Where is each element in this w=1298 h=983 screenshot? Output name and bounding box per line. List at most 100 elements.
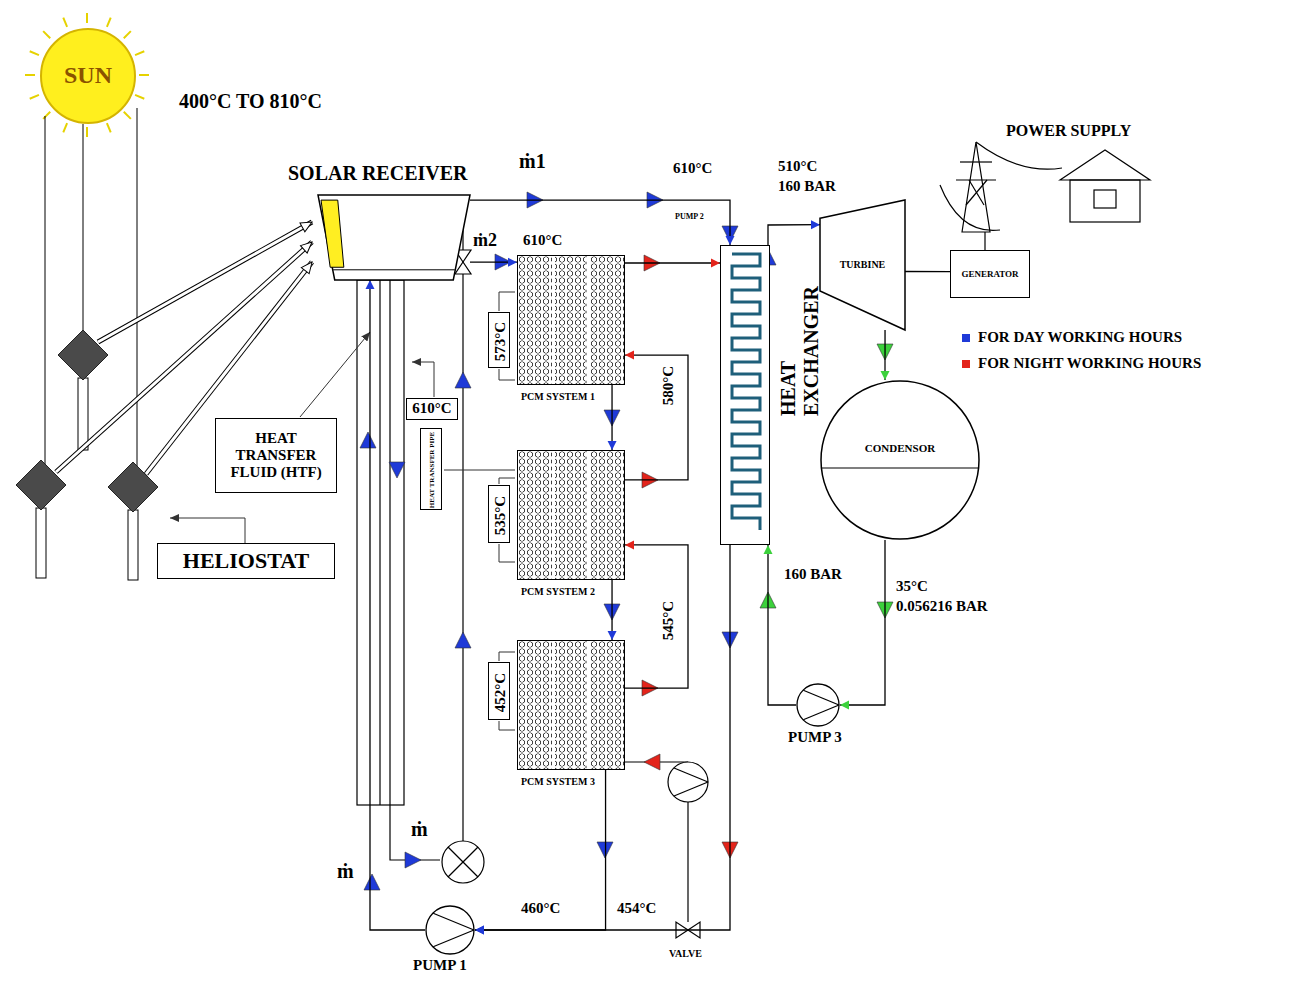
- shape-outline: [820, 380, 980, 540]
- power-line: [940, 142, 1150, 250]
- flow-rate: ṁ2: [472, 230, 498, 251]
- pump-outline: [797, 684, 839, 726]
- leader-line: [412, 362, 434, 397]
- pump-label: PUMP 2: [674, 212, 705, 221]
- reflected-ray: [56, 222, 312, 474]
- flow-connector: [475, 545, 730, 935]
- flow-rate: ṁ: [410, 818, 429, 841]
- power-line: [960, 161, 992, 162]
- sun-ray: [124, 112, 131, 119]
- arrow-head: [508, 258, 517, 267]
- heliostat-mirror: [36, 508, 46, 578]
- flow-connector: [764, 545, 797, 705]
- temperature-label: 454°C: [616, 900, 657, 917]
- receiver-pipe: [379, 280, 380, 805]
- shape-outline: [796, 683, 840, 727]
- flow-arrow: [389, 462, 405, 478]
- receiver-outline: [333, 269, 455, 270]
- receiver-pipe: [462, 200, 463, 841]
- flow-line: [625, 262, 720, 263]
- arrow-head: [764, 545, 773, 554]
- leader-line: [499, 478, 515, 484]
- sun-ray: [139, 74, 149, 76]
- node-label: 452°C: [492, 672, 509, 711]
- flow-connector: [625, 540, 688, 688]
- receiver-pipe: [357, 280, 404, 805]
- flow-line: [768, 545, 796, 705]
- node-label: HELIOSTAT: [183, 548, 309, 573]
- range-label: 400°C TO 810°C: [178, 90, 323, 113]
- flow-connector: [840, 540, 885, 710]
- power-line: [976, 142, 1062, 169]
- pcm-storage: PCM SYSTEM 3: [517, 640, 625, 770]
- leader-line: [499, 369, 515, 380]
- node-label: PUMP 1: [413, 957, 467, 974]
- pump-outline: [426, 906, 474, 954]
- sun-beam: [45, 108, 137, 472]
- shape-outline: [425, 905, 475, 955]
- pump-symbol: PUMP 3: [796, 683, 840, 727]
- node-label: PCM SYSTEM 2: [521, 586, 595, 598]
- pressure-label: 0.056216 BAR: [895, 598, 989, 615]
- turbine-outline: [820, 200, 905, 330]
- pump-outline: [433, 930, 474, 947]
- flow-line: [470, 200, 730, 245]
- node-label: HEAT TRANSFER FLUID (HTF): [226, 430, 326, 482]
- flow-line: [475, 770, 606, 930]
- valve-label: VALVE: [668, 948, 703, 960]
- flow-arrow: [455, 632, 471, 648]
- sun-ray: [86, 127, 88, 137]
- sun-ray: [25, 13, 149, 137]
- arrow-head: [881, 371, 890, 380]
- arrow-head: [811, 220, 820, 229]
- cross-valve: [442, 841, 484, 883]
- arrow-head: [608, 441, 617, 450]
- flow-line: [840, 540, 885, 705]
- flow-arrow: [455, 372, 471, 388]
- legend-swatch: [962, 360, 970, 368]
- condenser-outline: [821, 381, 979, 539]
- flow-connector: [625, 258, 720, 267]
- flow-connector: [470, 200, 735, 245]
- condenser: CONDENSOR: [820, 380, 980, 540]
- pcm-storage: PCM SYSTEM 2: [517, 450, 625, 580]
- power-line: [1070, 180, 1140, 222]
- flow-line: [905, 271, 950, 272]
- node-label: PCM SYSTEM 3: [521, 776, 595, 788]
- heat-exchanger-coil: [732, 254, 760, 530]
- reflected-ray: [56, 242, 312, 472]
- flow-arrow: [760, 249, 776, 265]
- temperature-label: 460°C: [520, 900, 561, 917]
- temperature-label: 610°C: [672, 160, 713, 177]
- power-line: [966, 180, 987, 205]
- arrow-head: [625, 540, 634, 549]
- sun-beam: [83, 124, 84, 340]
- pressure-label: 160 BAR: [777, 178, 837, 195]
- flow-line: [611, 385, 612, 450]
- shape-outline: [40, 28, 136, 124]
- flow-connector: [365, 280, 425, 930]
- reflected-ray: [98, 222, 312, 342]
- flow-connector: [905, 271, 950, 272]
- arrow-head: [711, 258, 720, 267]
- sun-disc: [41, 29, 135, 123]
- reflected-ray: [146, 262, 312, 474]
- night-pump: [687, 802, 688, 922]
- shape-outline: [318, 195, 470, 280]
- flow-connector: [470, 258, 517, 267]
- flow-rate: ṁ1: [518, 150, 547, 173]
- control-valve: [448, 250, 700, 938]
- node-label: SUN: [64, 62, 112, 90]
- flow-connector: [475, 770, 606, 935]
- solar-receiver: SOLAR RECEIVER: [318, 195, 470, 280]
- heliostat-mirror: [58, 330, 108, 380]
- node-label: SOLAR RECEIVER: [288, 162, 467, 185]
- night-pump: [674, 782, 708, 796]
- temperature-box: 610°C: [406, 398, 458, 420]
- section-label: POWER SUPPLY: [1005, 122, 1132, 140]
- flow-connector: [881, 330, 890, 380]
- temperature-label: 510°C: [777, 158, 818, 175]
- legend-row: FOR NIGHT WORKING HOURS: [962, 355, 1201, 372]
- sun-circle: SUN: [40, 28, 136, 124]
